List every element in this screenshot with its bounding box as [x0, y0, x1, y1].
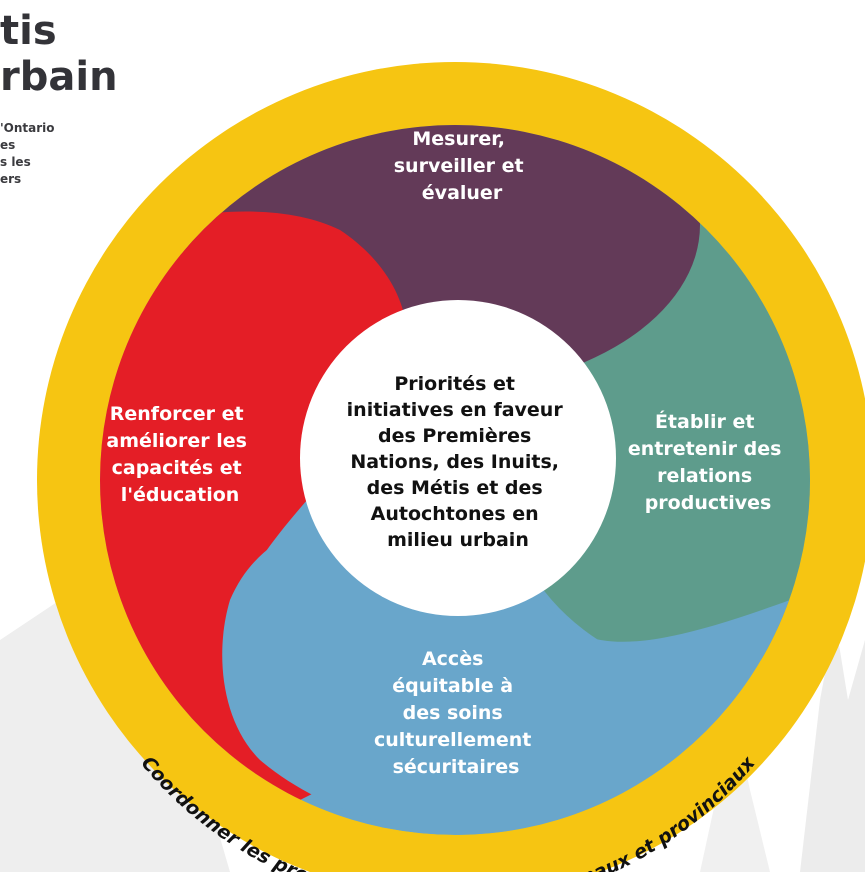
label-right: Établir et entretenir des relations prod…	[628, 410, 788, 514]
label-line: culturellement	[374, 729, 531, 751]
intro-line: 'Ontario	[0, 121, 55, 135]
label-line: capacités et	[112, 457, 242, 479]
label-line: des soins	[403, 702, 503, 724]
center-line: des Premières	[378, 425, 531, 447]
center-line: des Métis et des	[367, 477, 543, 499]
center-line: initiatives en faveur	[347, 399, 564, 421]
center-label: Priorités et initiatives en faveur des P…	[347, 373, 570, 551]
label-line: Établir et	[655, 410, 754, 433]
label-left: Renforcer et améliorer les capacités et …	[106, 403, 253, 506]
center-line: milieu urbain	[387, 529, 529, 551]
center-line: Priorités et	[394, 373, 515, 395]
segment-blue	[222, 522, 790, 835]
center-circle	[300, 300, 616, 616]
label-line: productives	[645, 492, 772, 514]
intro-line: s les	[0, 155, 31, 169]
label-line: évaluer	[422, 182, 503, 204]
label-line: entretenir des	[628, 438, 782, 460]
label-line: Renforcer et	[110, 403, 244, 425]
label-line: l'éducation	[121, 484, 240, 506]
segment-red	[100, 211, 408, 800]
center-line: Nations, des Inuits,	[350, 451, 559, 473]
intro-text: 'Ontario es s les ers	[0, 120, 55, 188]
title-line: rbain	[0, 54, 118, 100]
intro-line: ers	[0, 172, 22, 186]
center-line: Autochtones en	[371, 503, 539, 525]
title-line: tis	[0, 8, 57, 54]
label-top: Mesurer, surveiller et évaluer	[394, 128, 530, 204]
label-line: équitable à	[392, 675, 513, 697]
label-line: relations	[657, 465, 752, 487]
label-line: Accès	[422, 648, 483, 670]
label-line: surveiller et	[394, 155, 524, 177]
page-title: tis rbain	[0, 8, 118, 100]
label-line: Mesurer,	[412, 128, 505, 150]
intro-line: es	[0, 138, 16, 152]
label-line: améliorer les	[106, 430, 247, 452]
label-bottom: Accès équitable à des soins culturelleme…	[374, 648, 538, 778]
label-line: sécuritaires	[393, 756, 520, 778]
